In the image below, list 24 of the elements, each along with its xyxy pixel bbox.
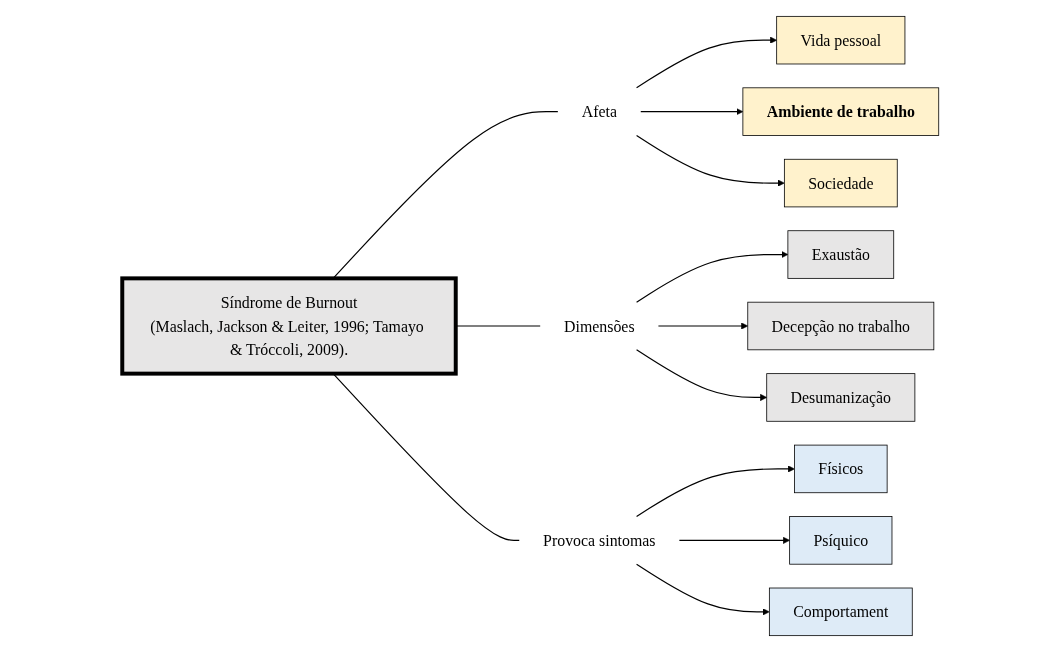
node-box: Decepção no trabalho bbox=[747, 301, 935, 351]
node-text: Dimensões bbox=[564, 317, 635, 335]
node-box: Psíquico bbox=[789, 516, 893, 565]
node-box: Exaustão bbox=[787, 230, 895, 279]
node-box: Sociedade bbox=[783, 158, 898, 208]
arrow bbox=[640, 108, 744, 116]
node-box: Síndrome de Burnout (Maslach, Jackson & Leiter, 1996; Tamayo & Tróccoli, 2009). bbox=[120, 276, 458, 376]
node-box: Físicos bbox=[794, 444, 888, 494]
connector bbox=[332, 111, 559, 279]
arrow bbox=[636, 465, 795, 518]
arrow bbox=[636, 349, 768, 401]
node-box: Vida pessoal bbox=[776, 15, 906, 65]
arrow bbox=[657, 322, 749, 330]
connector bbox=[332, 373, 520, 541]
node-box: Comportament bbox=[768, 587, 913, 637]
arrow bbox=[678, 536, 790, 544]
arrow bbox=[636, 563, 770, 616]
arrow bbox=[636, 134, 785, 187]
node-text: Provoca sintomas bbox=[543, 531, 656, 550]
node-text: Afeta bbox=[581, 102, 617, 121]
node-box: Desumanização bbox=[766, 373, 916, 422]
arrow bbox=[636, 36, 777, 89]
arrow bbox=[636, 251, 789, 303]
node-box: Ambiente de trabalho bbox=[742, 87, 940, 136]
